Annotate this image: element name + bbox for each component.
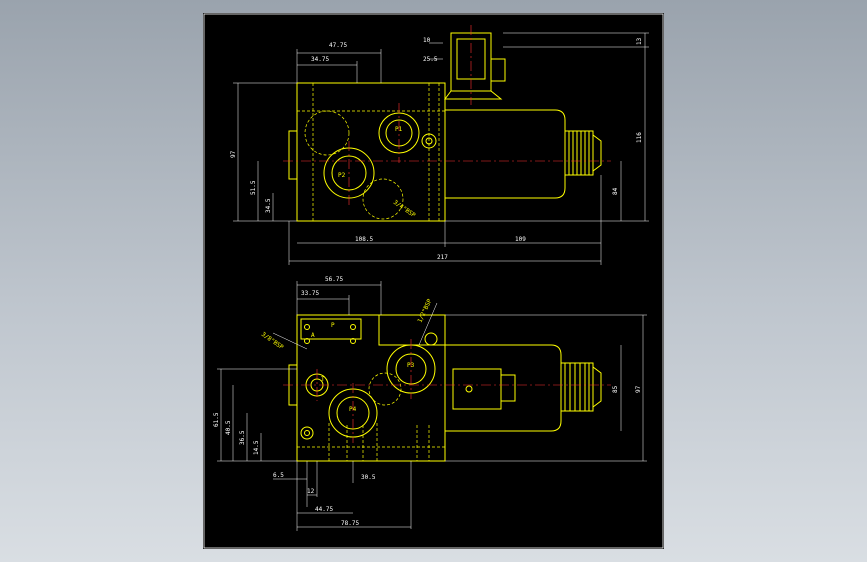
dim-30-5: 30.5 (361, 474, 376, 481)
dim-78-75: 78.75 (341, 520, 359, 527)
port-label-t: T (321, 376, 325, 383)
port-label-p: P (331, 322, 335, 329)
dim-14-5: 14.5 (253, 440, 260, 455)
bottom-view (288, 314, 602, 462)
dim-34-75: 34.75 (311, 56, 329, 63)
dim-10: 10 (423, 37, 431, 44)
dim-33-75: 33.75 (301, 290, 319, 297)
bottom-valve-body (296, 314, 446, 462)
top-centerlines (283, 25, 611, 207)
dim-13: 13 (636, 37, 643, 45)
dim-44-75: 44.75 (315, 506, 333, 513)
bottom-solenoid-coil (445, 344, 562, 432)
port-label-p3: P3 (407, 362, 415, 369)
dim-47-75: 47.75 (329, 42, 347, 49)
bottom-coil-plug (452, 368, 502, 410)
dim-85: 85 (612, 385, 619, 393)
top-valve-body (296, 82, 446, 222)
dim-12: 12 (307, 488, 315, 495)
port-label-p2: P2 (338, 172, 346, 179)
port-label-p1: P1 (395, 126, 403, 133)
bottom-dimension-lines (217, 281, 647, 531)
port-label-p4: P4 (349, 406, 357, 413)
dim-56-75: 56.75 (325, 276, 343, 283)
bottom-coil-knob (560, 362, 594, 412)
dim-97-right: 97 (635, 385, 642, 393)
callout-1-2-bsp: 1/2"BSP (416, 298, 433, 324)
dim-36-5: 36.5 (239, 430, 246, 445)
side-fitting (288, 130, 298, 180)
sheet-border (203, 13, 664, 549)
dim-109: 109 (515, 236, 526, 243)
thread-callout: 3/4"BSP (392, 199, 417, 219)
drawing-sheet: 47.75 34.75 10 25.5 13 116 84 97 51.5 34… (203, 13, 664, 549)
dim-61-5: 61.5 (213, 412, 220, 427)
top-solenoid-coil (445, 109, 566, 199)
top-view (288, 32, 602, 222)
dim-40-5: 40.5 (225, 420, 232, 435)
dim-97: 97 (230, 150, 237, 158)
dim-217: 217 (437, 254, 448, 261)
dim-34-5: 34.5 (265, 198, 272, 213)
dim-6-5: 6.5 (273, 472, 284, 479)
cad-drawing: 47.75 34.75 10 25.5 13 116 84 97 51.5 34… (203, 13, 664, 549)
top-coil-knob (564, 130, 594, 176)
dim-84: 84 (612, 187, 619, 195)
dim-108-5: 108.5 (355, 236, 373, 243)
bottom-centerlines (283, 339, 611, 443)
port-label-a: A (311, 332, 315, 339)
bottom-dimension-text: 56.75 33.75 3/8"BSP 1/2"BSP 61.5 40.5 36… (213, 276, 642, 527)
dim-51-5: 51.5 (250, 180, 257, 195)
callout-3-8-bsp: 3/8"BSP (260, 331, 285, 351)
mount-hole-lower (300, 426, 314, 440)
dim-116: 116 (636, 132, 643, 143)
top-dimension-lines (233, 32, 649, 265)
dim-25-5: 25.5 (423, 56, 438, 63)
